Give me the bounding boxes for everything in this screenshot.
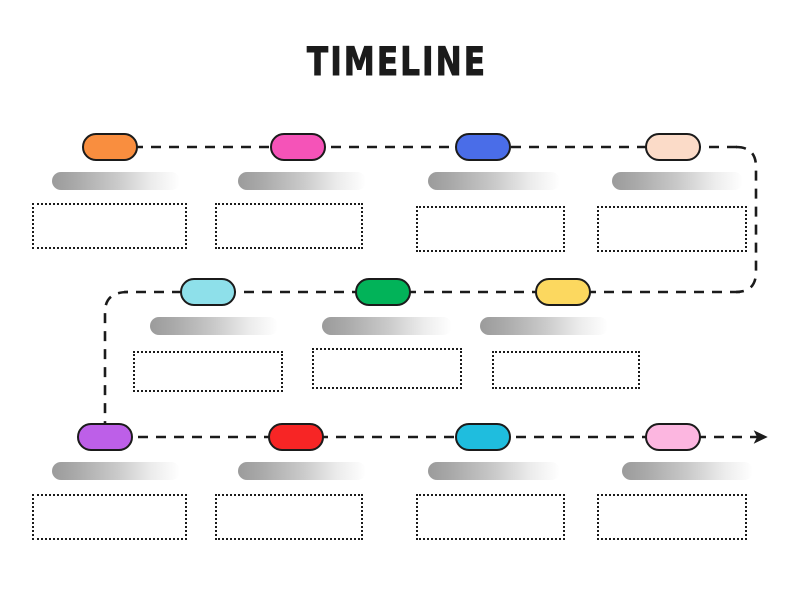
milestone-turquoise[interactable] xyxy=(180,278,236,306)
title-bar[interactable] xyxy=(612,172,743,190)
text-placeholder-box[interactable] xyxy=(133,351,283,392)
text-placeholder-box[interactable] xyxy=(492,351,640,389)
title-bar[interactable] xyxy=(322,317,452,335)
title-bar[interactable] xyxy=(238,462,366,480)
title-bar[interactable] xyxy=(480,317,608,335)
text-placeholder-box[interactable] xyxy=(597,494,747,540)
milestone-peach[interactable] xyxy=(645,133,701,161)
text-placeholder-box[interactable] xyxy=(416,494,565,540)
text-placeholder-box[interactable] xyxy=(32,203,187,249)
title-bar[interactable] xyxy=(238,172,366,190)
milestone-yellow[interactable] xyxy=(535,278,591,306)
milestone-blue[interactable] xyxy=(455,133,511,161)
milestone-green[interactable] xyxy=(355,278,411,306)
milestone-pink[interactable] xyxy=(645,423,701,451)
connector-left-turn xyxy=(103,290,129,437)
title-bar[interactable] xyxy=(428,462,560,480)
text-placeholder-box[interactable] xyxy=(416,206,565,252)
title-bar[interactable] xyxy=(52,462,180,480)
text-placeholder-box[interactable] xyxy=(32,494,187,540)
text-placeholder-box[interactable] xyxy=(215,203,363,249)
text-placeholder-box[interactable] xyxy=(215,494,363,540)
title-bar[interactable] xyxy=(622,462,753,480)
text-placeholder-box[interactable] xyxy=(312,348,462,389)
text-placeholder-box[interactable] xyxy=(597,206,747,252)
title-bar[interactable] xyxy=(52,172,180,190)
milestone-magenta[interactable] xyxy=(270,133,326,161)
page-title: TIMELINE xyxy=(306,40,488,86)
title-bar[interactable] xyxy=(150,317,278,335)
milestone-red[interactable] xyxy=(268,423,324,451)
milestone-orange[interactable] xyxy=(82,133,138,161)
milestone-cyan[interactable] xyxy=(455,423,511,451)
title-bar[interactable] xyxy=(428,172,560,190)
milestone-purple[interactable] xyxy=(77,423,133,451)
